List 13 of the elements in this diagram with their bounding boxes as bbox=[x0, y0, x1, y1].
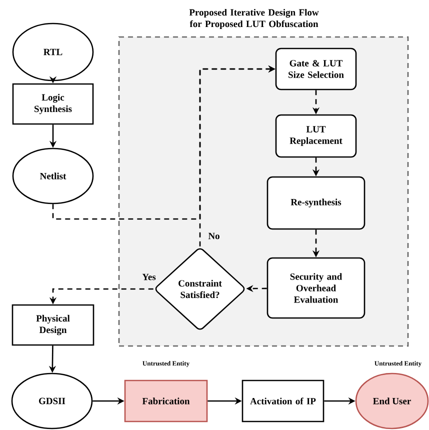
rounded-process-box: LUT Replacement bbox=[275, 114, 357, 158]
ellipse-node: RTL bbox=[12, 22, 94, 82]
process-box: Logic Synthesis bbox=[12, 83, 94, 125]
ellipse-node: GDSII bbox=[11, 372, 93, 430]
rounded-process-box: Security and Overhead Evaluation bbox=[266, 257, 366, 319]
rounded-process-box: Re-synthesis bbox=[266, 176, 366, 230]
process-box: Fabrication bbox=[124, 380, 208, 422]
ellipse-node: End User bbox=[355, 372, 429, 430]
ellipse-node: Netlist bbox=[12, 148, 94, 204]
process-box: Physical Design bbox=[12, 304, 94, 346]
node-label: Proposed Iterative Design Flow for Proposed LUT Obfuscation bbox=[189, 8, 319, 30]
process-box: Activation of IP bbox=[242, 380, 324, 422]
rounded-process-box: Gate & LUT Size Selection bbox=[275, 48, 357, 90]
